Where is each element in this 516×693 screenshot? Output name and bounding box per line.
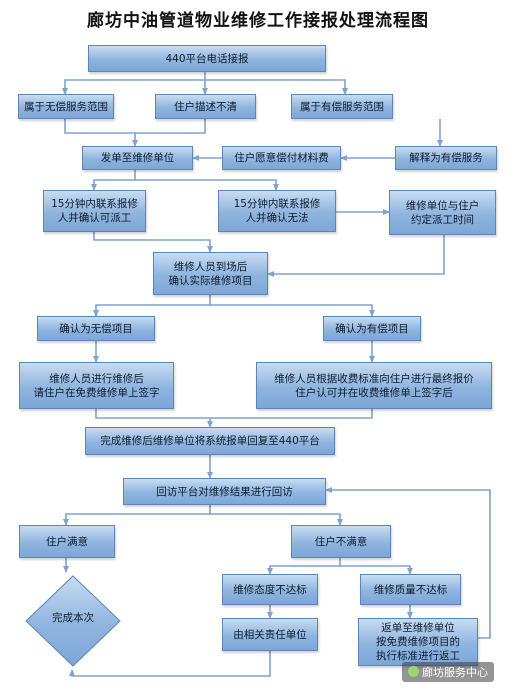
watermark: 廊坊服务中心	[402, 662, 494, 682]
node-contact-cannot: 15分钟内联系报修 人并确认无法	[218, 190, 336, 232]
node-paid-service-scope: 属于有偿服务范围	[291, 94, 393, 119]
node-440-phone-report: 440平台电话接报	[88, 45, 326, 72]
node-confirm-free-item: 确认为无偿项目	[37, 316, 155, 341]
node-explain-paid-service: 解释为有偿服务	[395, 146, 497, 170]
node-dispatch-to-repair-unit: 发单至维修单位	[82, 146, 193, 170]
node-unclear-description: 住户描述不清	[155, 94, 256, 119]
node-onsite-confirm-items: 维修人员到场后 确认实际维修项目	[153, 252, 268, 295]
node-resident-satisfied: 住户满意	[19, 525, 115, 558]
node-resident-pays-materials: 住户愿意偿付材料费	[222, 146, 341, 170]
node-resident-unsatisfied: 住户不满意	[291, 525, 391, 558]
node-agree-dispatch-time: 维修单位与住户 约定派工时间	[389, 190, 496, 235]
node-complete-this: 完成本次	[52, 612, 94, 624]
node-quality-substandard: 维修质量不达标	[360, 574, 461, 605]
node-follow-up-visit: 回访平台对维修结果进行回访	[123, 478, 326, 505]
decision-complete-diamond	[25, 575, 121, 667]
node-attitude-substandard: 维修态度不达标	[222, 574, 318, 605]
node-responsible-unit: 由相关责任单位	[222, 618, 318, 651]
flowchart-title: 廊坊中油管道物业维修工作接报处理流程图	[87, 11, 429, 31]
node-paid-quote-sign: 维修人员根据收费标准向住户进行最终报价 住户认可并在收费维修单上签字后	[256, 362, 492, 409]
node-confirm-paid-item: 确认为有偿项目	[323, 316, 421, 341]
watermark-text: 廊坊服务中心	[422, 666, 488, 679]
node-contact-can-dispatch: 15分钟内联系报修 人并确认可派工	[43, 190, 146, 232]
node-reply-to-440: 完成维修后维修单位将系统报单回复至440平台	[85, 427, 335, 455]
node-free-repair-sign: 维修人员进行维修后 请住户在免费维修单上签字	[19, 362, 174, 409]
node-free-service-scope: 属于无偿服务范围	[18, 94, 114, 119]
wechat-icon	[408, 666, 419, 677]
node-return-to-repair-unit: 返单至维修单位 按免费维修项目的 执行标准进行返工	[358, 618, 478, 666]
